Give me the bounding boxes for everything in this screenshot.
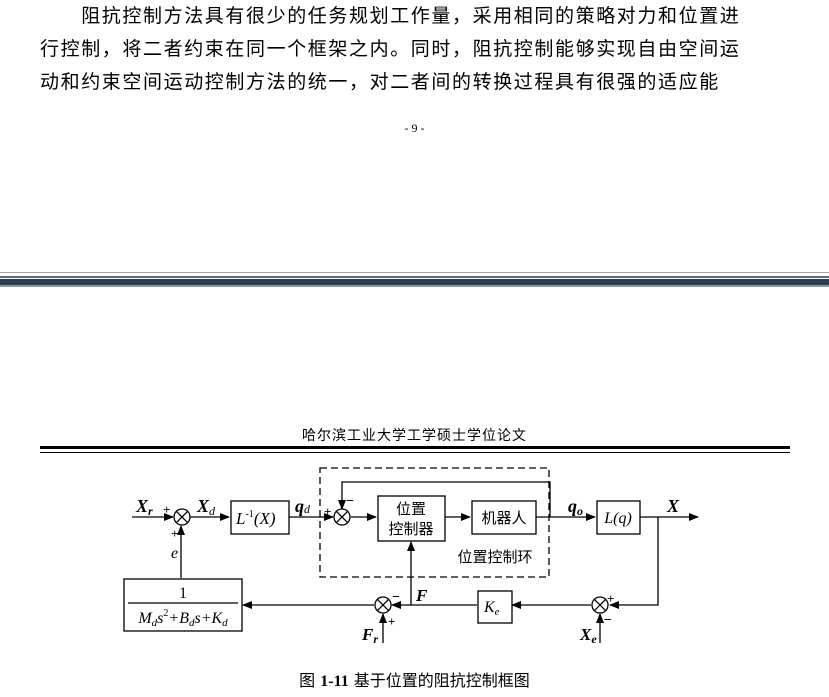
- paragraph-line-2: 行控制，将二者约束在同一个框架之内。同时，阻抗控制能够实现自由空间运: [40, 38, 741, 60]
- impedance-numerator: 1: [179, 585, 187, 602]
- sign-junction4-plus: +: [607, 591, 614, 606]
- position-controller-block: [377, 495, 446, 542]
- impedance-denominator: Mds2+Bds+Kd: [137, 608, 228, 629]
- header-rule-thin: [40, 452, 790, 453]
- label-xe: Xe: [579, 625, 597, 646]
- paragraph-line-1: 阻抗控制方法具有很少的任务规划工作量，采用相同的策略对力和位置进: [40, 5, 741, 27]
- forward-kinematics-label: L(q): [603, 510, 632, 527]
- robot-block: [471, 500, 537, 535]
- forward-kinematics-block: [596, 500, 641, 535]
- sign-junction1-plus: +: [163, 502, 170, 517]
- paragraph-line-3: 动和约束空间运动控制方法的统一，对二者间的转换过程具有很强的适应能: [40, 71, 720, 93]
- label-fr: Fr: [361, 625, 378, 646]
- caption-label: 图: [299, 671, 321, 690]
- sign-junction3-plus: +: [388, 614, 395, 629]
- impedance-block: [123, 578, 243, 632]
- caption-text: 基于位置的阻抗控制框图: [348, 671, 530, 690]
- sign-junction1-lower: +: [171, 526, 178, 541]
- header-rule: [40, 446, 790, 449]
- label-qd: qd: [295, 496, 311, 516]
- label-xr: Xr: [135, 496, 153, 518]
- robot-label: 机器人: [481, 509, 526, 527]
- summing-junction-3: [374, 596, 392, 614]
- stiffness-label: Ke: [483, 599, 500, 618]
- sign-junction2-minus: −: [346, 494, 354, 509]
- sign-junction4-minus: −: [604, 613, 612, 628]
- position-loop-boundary: [319, 467, 550, 578]
- label-qo: qo: [568, 496, 583, 518]
- position-loop-label: 位置控制环: [457, 548, 532, 566]
- page-number: - 9 -: [404, 121, 425, 135]
- inverse-kinematics-block: [230, 500, 290, 535]
- sign-junction3-minus: −: [392, 590, 400, 605]
- label-e: e: [171, 545, 178, 562]
- figure-caption: 图 1-11 基于位置的阻抗控制框图: [0, 667, 829, 691]
- summing-junction-4: [591, 596, 609, 614]
- sign-junction2-plus: +: [324, 504, 331, 519]
- summing-junction-2: [333, 508, 351, 526]
- position-controller-label-2: 控制器: [388, 520, 433, 538]
- caption-number: 1-11: [320, 673, 349, 690]
- label-f: F: [415, 586, 428, 605]
- line-output-feedback: [609, 517, 659, 609]
- position-controller-label-1: 位置: [396, 500, 426, 518]
- label-x-out: X: [666, 496, 680, 516]
- summing-junction-1: [173, 508, 191, 526]
- line-inner-feedback: [338, 481, 551, 517]
- thesis-header-title: 哈尔滨工业大学工学硕士学位论文: [302, 428, 527, 444]
- inverse-kinematics-label: L-1(X): [235, 509, 276, 528]
- stiffness-block: [477, 590, 513, 624]
- label-xd: Xd: [196, 496, 216, 518]
